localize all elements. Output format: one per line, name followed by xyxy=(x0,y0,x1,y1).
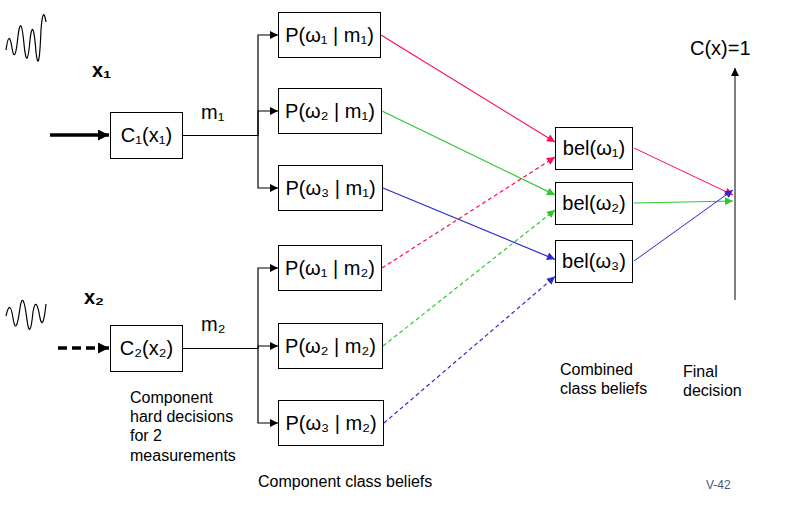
posterior-box: P(ω₁ | m₂) xyxy=(278,245,382,291)
annotation: Component hard decisions for 2 measureme… xyxy=(130,389,236,464)
slide-number: V-42 xyxy=(706,478,731,492)
classifier-box: C₂(x₂) xyxy=(110,325,183,372)
signal-name: m₂ xyxy=(201,313,225,335)
posterior-box: P(ω₂ | m₁) xyxy=(278,88,382,134)
decision-line xyxy=(183,136,278,189)
signal-name: x₁ xyxy=(92,59,111,81)
box-text: P(ω₂ | m₂) xyxy=(285,335,376,358)
box-text: C₁(x₁) xyxy=(121,124,172,147)
decision-label: C(x)=1 xyxy=(690,36,751,60)
signal-name: m₂ xyxy=(201,312,225,336)
box-text: bel(ω₁) xyxy=(563,137,625,160)
signal-waveform xyxy=(6,15,46,61)
decision-line xyxy=(183,35,278,136)
annotation: Final decision xyxy=(683,363,742,399)
box-text: bel(ω₂) xyxy=(562,192,625,215)
box-text: bel(ω₃) xyxy=(562,250,626,273)
box-text: P(ω₃ | m₁) xyxy=(285,177,375,200)
signal-waveform xyxy=(6,300,46,329)
annotation: Component class beliefs xyxy=(258,473,432,490)
box-text: P(ω₁ | m₂) xyxy=(285,257,375,280)
belief-arrow xyxy=(382,111,555,195)
annotation: Component hard decisions for 2 measureme… xyxy=(130,388,238,465)
annotation: Final decision xyxy=(683,362,753,400)
input-arrow xyxy=(50,133,109,137)
posterior-box: P(ω₃ | m₂) xyxy=(278,400,384,446)
belief-box: bel(ω₃) xyxy=(555,240,633,283)
signal-name: x₁ xyxy=(92,58,111,82)
belief-arrow xyxy=(384,277,555,423)
posterior-box: P(ω₂ | m₂) xyxy=(278,323,383,369)
belief-arrow xyxy=(382,157,555,268)
connector-group xyxy=(183,35,555,423)
slide-number: V-42 xyxy=(706,478,731,492)
belief-arrow xyxy=(381,35,555,142)
signal-name: m₁ xyxy=(201,100,224,124)
annotation: Combined class beliefs xyxy=(560,360,660,398)
decision-label: C(x)=1 xyxy=(690,37,751,59)
belief-box: bel(ω₂) xyxy=(555,182,633,225)
annotation: Combined class beliefs xyxy=(560,361,647,397)
decision-arrow xyxy=(634,201,733,203)
decision-arrow xyxy=(634,190,733,261)
belief-arrow xyxy=(383,210,555,346)
signal-name: x₂ xyxy=(84,285,104,309)
input-arrow xyxy=(58,346,109,350)
signal-name: m₁ xyxy=(201,101,224,123)
decision-axis xyxy=(735,68,736,300)
box-text: P(ω₁ | m₁) xyxy=(285,24,374,47)
decision-arrow xyxy=(634,148,733,195)
box-text: C₂(x₂) xyxy=(120,337,173,360)
signal-name: x₂ xyxy=(84,286,104,308)
box-text: P(ω₂ | m₁) xyxy=(285,100,375,123)
box-text: P(ω₃ | m₂) xyxy=(285,412,376,435)
belief-box: bel(ω₁) xyxy=(555,127,633,170)
annotation: Component class beliefs xyxy=(258,472,432,491)
decision-line xyxy=(183,268,278,349)
posterior-box: P(ω₃ | m₁) xyxy=(278,165,383,211)
decision-line xyxy=(183,111,278,136)
belief-arrow xyxy=(383,188,555,259)
posterior-box: P(ω₁ | m₁) xyxy=(278,12,381,58)
classifier-box: C₁(x₁) xyxy=(110,112,183,159)
